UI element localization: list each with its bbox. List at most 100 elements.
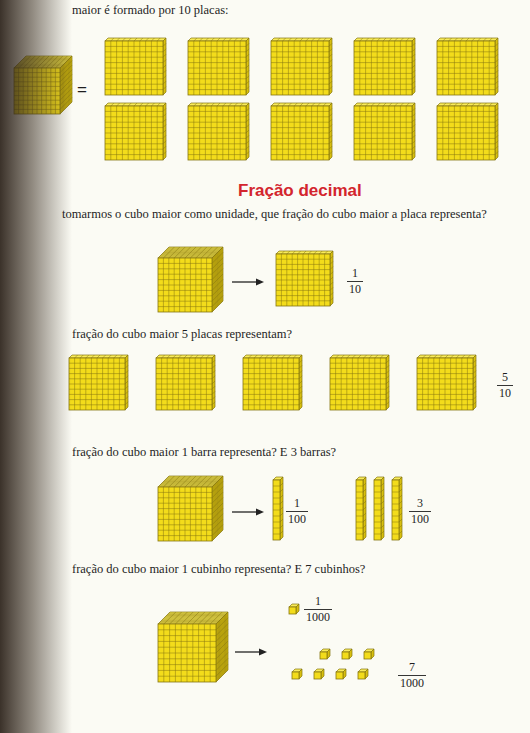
fraction-term: 10 [483, 386, 527, 400]
grid-lines [156, 355, 215, 410]
plate [417, 355, 476, 410]
big-cube [158, 476, 223, 541]
bar [392, 477, 402, 540]
bar [273, 477, 283, 540]
question-text: fração do cubo maior 5 placas representa… [72, 327, 292, 342]
grid-lines [105, 38, 166, 95]
fraction-term: 1 [333, 266, 377, 280]
fraction-bar [304, 609, 332, 610]
side-face [371, 649, 374, 659]
front-face [358, 672, 365, 679]
grid-lines [374, 483, 384, 534]
grid-lines [276, 251, 333, 306]
plate [354, 38, 415, 95]
front-face [292, 672, 299, 679]
arrow-head [259, 649, 267, 656]
grid-lines [271, 103, 332, 160]
arrow [232, 509, 264, 516]
grid-lines [158, 612, 228, 682]
plate [188, 38, 249, 95]
fraction-term: 10 [333, 282, 377, 296]
side-face [365, 669, 368, 679]
plate [271, 103, 332, 160]
grid-lines [356, 483, 366, 534]
fraction-bar [398, 675, 426, 676]
arrow-head [256, 509, 264, 516]
fraction-term: 1 [296, 594, 340, 608]
plate [188, 103, 249, 160]
grid-lines [188, 38, 249, 95]
front-face [289, 607, 296, 614]
fraction-bar [497, 385, 513, 386]
plate [105, 103, 166, 160]
grid-lines [437, 38, 498, 95]
grid-lines [188, 103, 249, 160]
side-face [343, 669, 346, 679]
fraction-bar [409, 511, 431, 512]
big-cube [158, 247, 223, 312]
small-cube [289, 604, 299, 614]
front-face [336, 672, 343, 679]
plate [437, 103, 498, 160]
question-text: fração do cubo maior 1 cubinho represent… [72, 562, 365, 577]
page-shadow [0, 0, 72, 733]
grid-lines [273, 483, 283, 534]
fraction-term: 1000 [296, 610, 340, 624]
question-text: fração do cubo maior 1 barra representa?… [72, 445, 336, 460]
plate [271, 38, 332, 95]
big-cube [158, 612, 228, 682]
small-cube [358, 669, 368, 679]
fraction-term: 1 [275, 496, 319, 510]
front-face [320, 652, 327, 659]
grid-lines [105, 103, 166, 160]
plate [330, 355, 389, 410]
bar [356, 477, 366, 540]
plate [354, 103, 415, 160]
side-face [349, 649, 352, 659]
arrow [235, 649, 267, 656]
plate [105, 38, 166, 95]
question-text: maior é formado por 10 placas: [72, 3, 229, 18]
grid-lines [437, 103, 498, 160]
bar [374, 477, 384, 540]
plate [243, 355, 302, 410]
side-face [327, 649, 330, 659]
fraction-term: 7 [390, 660, 434, 674]
fraction-term: 1000 [390, 676, 434, 690]
arrow-shaft [232, 511, 258, 512]
front-face [342, 652, 349, 659]
fraction-term: 100 [275, 512, 319, 526]
arrow-head [256, 279, 264, 286]
plate [156, 355, 215, 410]
side-face [321, 669, 324, 679]
grid-lines [158, 247, 223, 312]
plate [69, 355, 128, 410]
small-cube [336, 669, 346, 679]
arrow-shaft [232, 281, 258, 282]
small-cube [314, 669, 324, 679]
grid-lines [417, 355, 476, 410]
grid-lines [158, 476, 223, 541]
side-face [299, 669, 302, 679]
small-cube [292, 669, 302, 679]
fraction-bar [286, 511, 308, 512]
small-cube [320, 649, 330, 659]
arrow [232, 279, 264, 286]
grid-lines [330, 355, 389, 410]
equals-sign: = [77, 80, 87, 100]
grid-lines [354, 38, 415, 95]
front-face [364, 652, 371, 659]
small-cube [342, 649, 352, 659]
fraction-term: 100 [398, 512, 442, 526]
question-text: tomarmos o cubo maior como unidade, que … [62, 207, 487, 222]
grid-lines [243, 355, 302, 410]
front-face [314, 672, 321, 679]
fraction-term: 3 [398, 496, 442, 510]
grid-lines [69, 355, 128, 410]
grid-lines [271, 38, 332, 95]
grid-lines [354, 103, 415, 160]
grid-lines [392, 483, 402, 534]
small-cube [364, 649, 374, 659]
